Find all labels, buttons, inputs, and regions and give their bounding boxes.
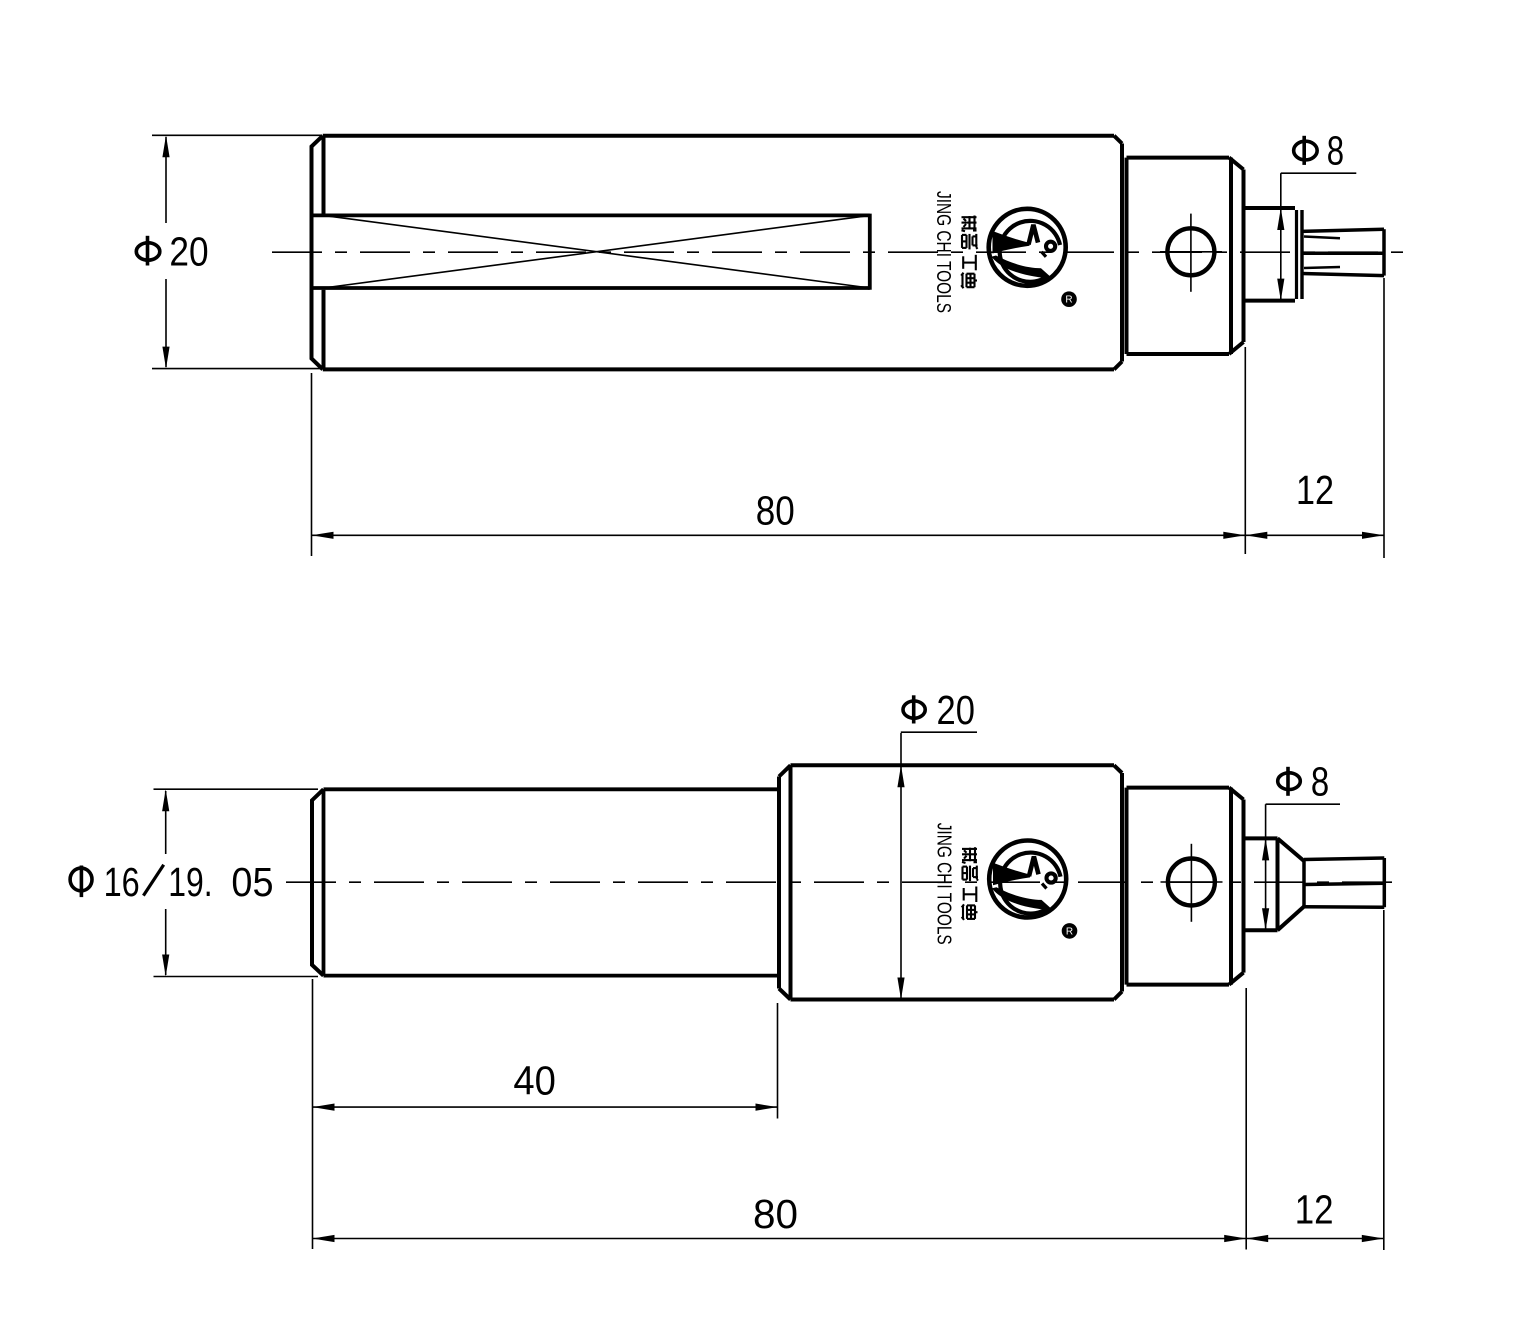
svg-text:R: R — [1065, 295, 1072, 306]
svg-text:80: 80 — [756, 488, 795, 534]
svg-text:20: 20 — [169, 229, 208, 275]
svg-text:16: 16 — [104, 859, 140, 905]
svg-text:20: 20 — [937, 687, 975, 733]
svg-text:8: 8 — [1327, 128, 1344, 174]
svg-text:40: 40 — [513, 1057, 556, 1103]
svg-text:05: 05 — [231, 859, 273, 905]
svg-text:19.: 19. — [168, 859, 212, 905]
svg-text:8: 8 — [1311, 759, 1329, 805]
svg-text:80: 80 — [753, 1191, 798, 1237]
svg-text:JING CHI TOOLS: JING CHI TOOLS — [932, 191, 954, 313]
svg-text:R: R — [1066, 926, 1073, 937]
svg-text:JING CHI TOOLS: JING CHI TOOLS — [933, 823, 955, 945]
svg-text:12: 12 — [1296, 467, 1334, 513]
svg-text:12: 12 — [1295, 1187, 1334, 1233]
